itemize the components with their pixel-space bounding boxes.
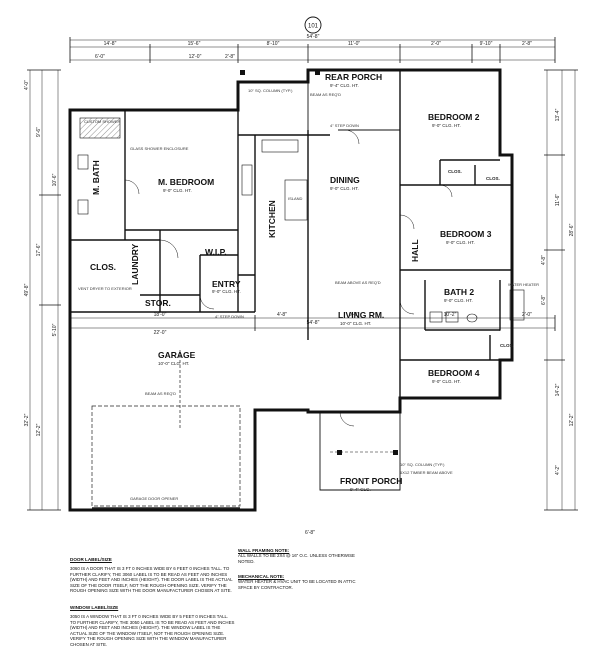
label-beam-rear: BEAM AS REQ'D	[310, 92, 341, 97]
svg-text:2'-8": 2'-8"	[225, 54, 235, 60]
room-wip: W.I.P.	[205, 247, 227, 257]
wall-framing-note: WALL FRAMING NOTE: ALL WALLS TO BE 2X4 @…	[238, 548, 355, 564]
room-m-bedroom-sub: 9'-0" CLG. HT.	[163, 188, 192, 193]
svg-text:12'-2": 12'-2"	[569, 413, 575, 426]
interior-walls	[69, 70, 512, 510]
svg-text:9'-2": 9'-2"	[349, 312, 359, 318]
room-living: LIVING RM.	[338, 310, 384, 320]
room-bedroom4: BEDROOM 4	[428, 368, 480, 378]
label-custom-shower: CUSTOM SHOWER	[84, 119, 120, 124]
svg-text:54'-8": 54'-8"	[307, 320, 320, 326]
svg-text:12'-2": 12'-2"	[36, 423, 42, 436]
label-glass-enclosure: GLASS SHOWER ENCLOSURE	[130, 146, 189, 151]
room-m-bath: M. BATH	[91, 160, 101, 195]
room-bath2: BATH 2	[444, 287, 474, 297]
room-stor: STOR.	[145, 298, 171, 308]
svg-text:6'-0": 6'-0"	[95, 54, 105, 60]
room-m-bedroom: M. BEDROOM	[158, 177, 214, 187]
room-entry-sub: 9'-0" CLG. HT.	[212, 289, 241, 294]
mechanical-note: MECHANICAL NOTE: WATER HEATER & HVAC UNI…	[238, 574, 356, 590]
svg-text:101: 101	[308, 24, 319, 30]
front-porch-slab	[319, 412, 401, 491]
label-timber: 6X12 TIMBER BEAM ABOVE	[400, 470, 453, 475]
room-garage: GARAGE	[158, 350, 196, 360]
label-beam-garage: BEAM AS REQ'D	[145, 391, 176, 396]
svg-text:4'-8": 4'-8"	[541, 255, 547, 265]
svg-text:4'-8": 4'-8"	[277, 312, 287, 318]
svg-text:32'-2": 32'-2"	[24, 413, 30, 426]
room-dining-sub: 9'-0" CLG. HT.	[330, 186, 359, 191]
svg-text:12'-0": 12'-0"	[189, 54, 202, 60]
room-living-sub: 10'-0" CLG. HT.	[340, 321, 371, 326]
label-island: ISLAND	[288, 196, 303, 201]
room-hall: HALL	[410, 239, 420, 262]
svg-text:13'-4": 13'-4"	[555, 108, 561, 121]
svg-text:22'-0": 22'-0"	[154, 330, 167, 336]
room-rear-porch: REAR PORCH	[325, 72, 382, 82]
label-beam-living: BEAM ABOVE AS REQ'D	[335, 280, 381, 285]
label-water-heater: WATER HEATER	[508, 282, 539, 287]
svg-text:5'-10": 5'-10"	[52, 323, 58, 336]
room-kitchen: KITCHEN	[267, 200, 277, 238]
svg-text:10'-2": 10'-2"	[444, 312, 457, 318]
dimension-ticks	[27, 37, 578, 511]
svg-text:9'-10": 9'-10"	[480, 41, 493, 47]
svg-text:54'-8": 54'-8"	[307, 34, 320, 40]
svg-text:49'-8": 49'-8"	[24, 283, 30, 296]
svg-text:28'-6": 28'-6"	[569, 223, 575, 236]
svg-text:2'-8": 2'-8"	[522, 41, 532, 47]
window-note: WINDOW LABEL/SIZE 3050 IS A WINDOW THAT …	[70, 605, 235, 647]
room-clos-b4: CLOS.	[500, 343, 514, 348]
room-bedroom3: BEDROOM 3	[440, 229, 492, 239]
garage-door	[91, 350, 241, 509]
svg-text:6'-8": 6'-8"	[541, 295, 547, 305]
room-dining: DINING	[330, 175, 360, 185]
room-clos-b2b: CLOS.	[486, 176, 500, 181]
room-bath2-sub: 9'-0" CLG. HT.	[444, 298, 473, 303]
room-entry: ENTRY	[212, 279, 241, 289]
label-column-front: 10" SQ. COLUMN (TYP.)	[400, 462, 445, 467]
svg-text:4'-0": 4'-0"	[24, 80, 30, 90]
fixtures	[77, 139, 525, 323]
door-note: DOOR LABEL/SIZE 3060 IS A DOOR THAT IS 3…	[70, 557, 233, 594]
room-bedroom2: BEDROOM 2	[428, 112, 480, 122]
label-column-rear: 10" SQ. COLUMN (TYP.)	[248, 88, 293, 93]
label-vent-dryer: VENT DRYER TO EXTERIOR	[78, 286, 132, 291]
room-laundry: LAUNDRY	[130, 243, 140, 285]
rear-porch-slab	[307, 70, 400, 131]
dimension-lines	[29, 39, 576, 510]
svg-text:6'-8": 6'-8"	[305, 530, 315, 536]
room-clos-master: CLOS.	[90, 262, 116, 272]
svg-text:14'-2": 14'-2"	[555, 383, 561, 396]
room-bedroom2-sub: 9'-0" CLG. HT.	[432, 123, 461, 128]
svg-text:14'-8": 14'-8"	[104, 41, 117, 47]
svg-text:18'-0": 18'-0"	[154, 312, 167, 318]
floor-plan: 101 54'-8" 54'-8" 14'-8" 15'-6" 8'-10"	[24, 16, 578, 536]
svg-text:2'-0": 2'-0"	[522, 312, 532, 318]
room-garage-sub: 10'-0" CLG. HT.	[158, 361, 189, 366]
door-swings	[124, 129, 453, 427]
svg-text:4'-2": 4'-2"	[555, 465, 561, 475]
svg-text:9'-6": 9'-6"	[36, 127, 42, 137]
columns	[240, 70, 398, 455]
room-front-porch-sub: 9'-4" CLG.	[350, 487, 371, 492]
label-step-entry: 4" STEP DOWN	[215, 314, 244, 319]
svg-text:17'-6": 17'-6"	[36, 243, 42, 256]
dimension-labels: 54'-8" 54'-8" 14'-8" 15'-6" 8'-10" 11'-0…	[24, 34, 575, 536]
room-bedroom4-sub: 9'-0" CLG. HT.	[432, 379, 461, 384]
svg-text:15'-6": 15'-6"	[188, 41, 201, 47]
label-step-down: 4" STEP DOWN	[330, 123, 359, 128]
label-garage-door: GARAGE DOOR OPENER	[130, 496, 178, 501]
custom-shower-area	[79, 117, 121, 139]
room-rear-porch-sub: 9'-4" CLG. HT.	[330, 83, 359, 88]
room-clos-b2a: CLOS.	[448, 169, 462, 174]
svg-text:11'-0": 11'-0"	[348, 41, 361, 47]
svg-text:2'-0": 2'-0"	[431, 41, 441, 47]
section-marker: 101	[304, 16, 322, 34]
svg-text:11'-6": 11'-6"	[555, 194, 561, 207]
svg-text:10'-6": 10'-6"	[52, 173, 58, 186]
svg-text:8'-10": 8'-10"	[267, 41, 280, 47]
room-bedroom3-sub: 9'-0" CLG. HT.	[446, 240, 475, 245]
room-front-porch: FRONT PORCH	[340, 476, 402, 486]
